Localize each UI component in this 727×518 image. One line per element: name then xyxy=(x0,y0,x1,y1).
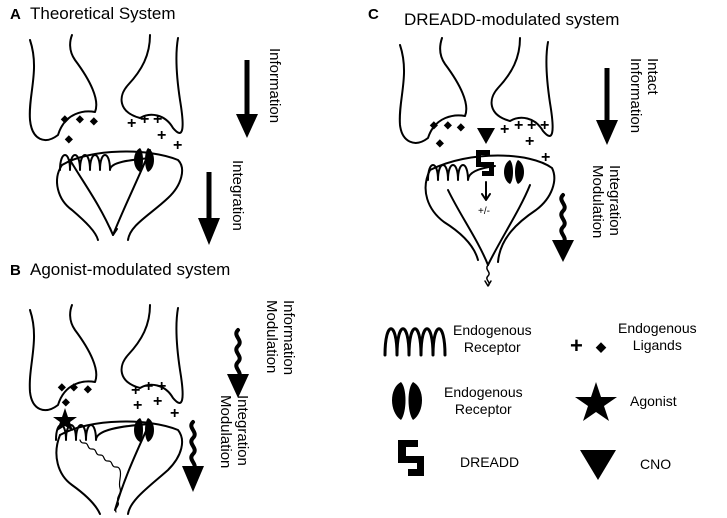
panel-c-diamond: ◆ xyxy=(443,120,452,131)
panel-b-information-modulation-label: Information Modulation xyxy=(263,300,297,376)
panel-b-diamond: ◆ xyxy=(83,384,92,395)
panel-c-diamond: ◆ xyxy=(435,138,444,149)
panel-a-channel-receptor xyxy=(134,148,154,172)
legend-dreadd-label: DREADD xyxy=(460,454,520,470)
panel-b-plus: + xyxy=(133,397,142,414)
legend-agonist-icon xyxy=(575,382,617,421)
panel-c-dreadd xyxy=(476,150,494,176)
panel-a-diamond: ◆ xyxy=(75,114,84,125)
panel-c-plus: + xyxy=(540,117,549,134)
panel-a-information-label: Information xyxy=(266,48,283,124)
panel-b-title: Agonist-modulated system xyxy=(30,260,231,279)
panel-c-integration-modulation-arrow xyxy=(559,193,567,245)
panel-c-plus: + xyxy=(514,117,523,134)
panel-a-gpcr xyxy=(59,154,151,171)
panel-a-integration-arrowhead xyxy=(198,218,220,245)
panel-a-presynaptic-terminal xyxy=(28,34,184,141)
panel-b-diamond: ◆ xyxy=(69,382,78,393)
panel-c-intact-information-label: Intact Information xyxy=(627,58,661,134)
panel-c-channel-receptor xyxy=(504,160,524,184)
panel-c-diamond: ◆ xyxy=(456,122,465,133)
panel-b-information-modulation-arrow xyxy=(234,328,242,380)
panel-a-diamond: ◆ xyxy=(89,116,98,127)
panel-b-agonist-star xyxy=(53,408,77,431)
legend-channel-label: Endogenous Receptor xyxy=(444,384,523,417)
panel-a-diamond: ◆ xyxy=(60,114,69,125)
legend-gpcr-label: Endogenous Receptor xyxy=(453,322,532,355)
panel-c-diamond: ◆ xyxy=(429,120,438,131)
panel-c-integration-modulation-arrowhead xyxy=(552,240,574,262)
panel-c-presynaptic-terminal xyxy=(398,37,554,144)
panel-b-postsynaptic-terminal xyxy=(55,420,184,515)
panel-a-plus: + xyxy=(127,115,136,132)
panel-a-letter: A xyxy=(10,6,21,23)
panel-c-cno-triangle xyxy=(477,128,495,144)
legend-cno-icon xyxy=(580,450,616,480)
panel-b-plus: + xyxy=(131,382,140,399)
panel-a-plus: + xyxy=(140,111,149,128)
panel-c-title: DREADD-modulated system xyxy=(404,10,620,29)
panel-b-integration-modulation-arrow xyxy=(189,420,197,472)
panel-b-channel-receptor xyxy=(134,418,154,442)
legend-channel-icon xyxy=(392,382,422,420)
panel-c-plus: + xyxy=(525,133,534,150)
panel-a-diamond: ◆ xyxy=(64,134,73,145)
panel-b-plus: + xyxy=(153,393,162,410)
panel-a-plus: + xyxy=(173,137,182,154)
panel-c-sign-label: +/- xyxy=(478,206,490,217)
panel-a-plus: + xyxy=(157,127,166,144)
panel-b-information-modulation-arrowhead xyxy=(227,374,249,398)
panel-a-plus: + xyxy=(153,111,162,128)
panel-c-postsynaptic-terminal xyxy=(424,154,556,287)
panel-c-gpcr xyxy=(427,164,496,181)
panel-a-integration-label: Integration xyxy=(229,160,246,231)
panel-c-dreadd-signal-arrow xyxy=(481,181,491,201)
legend-diamond-icon: ◆ xyxy=(595,339,607,354)
panel-b-plus: + xyxy=(157,378,166,395)
panel-c-information-arrowhead xyxy=(596,120,618,145)
panel-b-diamond: ◆ xyxy=(57,382,66,393)
panel-b-plus: + xyxy=(170,405,179,422)
panel-c-plus: + xyxy=(500,121,509,138)
panel-b-integration-modulation-arrowhead xyxy=(182,466,204,492)
panel-b-presynaptic-terminal xyxy=(28,304,184,412)
panel-b-plus: + xyxy=(144,378,153,395)
panel-b-integration-modulation-label: Integration Modulation xyxy=(217,395,251,469)
panel-c-plus: + xyxy=(527,117,536,134)
legend-cno-label: CNO xyxy=(640,456,672,472)
legend-agonist-label: Agonist xyxy=(630,393,677,409)
panel-c-integration-modulation-label: Integration Modulation xyxy=(589,165,623,239)
panel-c-plus: + xyxy=(541,149,550,166)
legend-ligands-label: Endogenous Ligands xyxy=(618,320,697,353)
panel-b-letter: B xyxy=(10,262,21,279)
legend-dreadd-icon xyxy=(398,440,424,476)
legend-plus-icon: + xyxy=(570,333,583,358)
panel-c-letter: C xyxy=(368,6,379,23)
panel-b-gpcr xyxy=(55,423,151,441)
legend-gpcr-icon xyxy=(383,327,447,357)
panel-a-title: Theoretical System xyxy=(30,4,176,23)
panel-b-diamond: ◆ xyxy=(61,397,70,408)
panel-a-information-arrowhead xyxy=(236,114,258,138)
